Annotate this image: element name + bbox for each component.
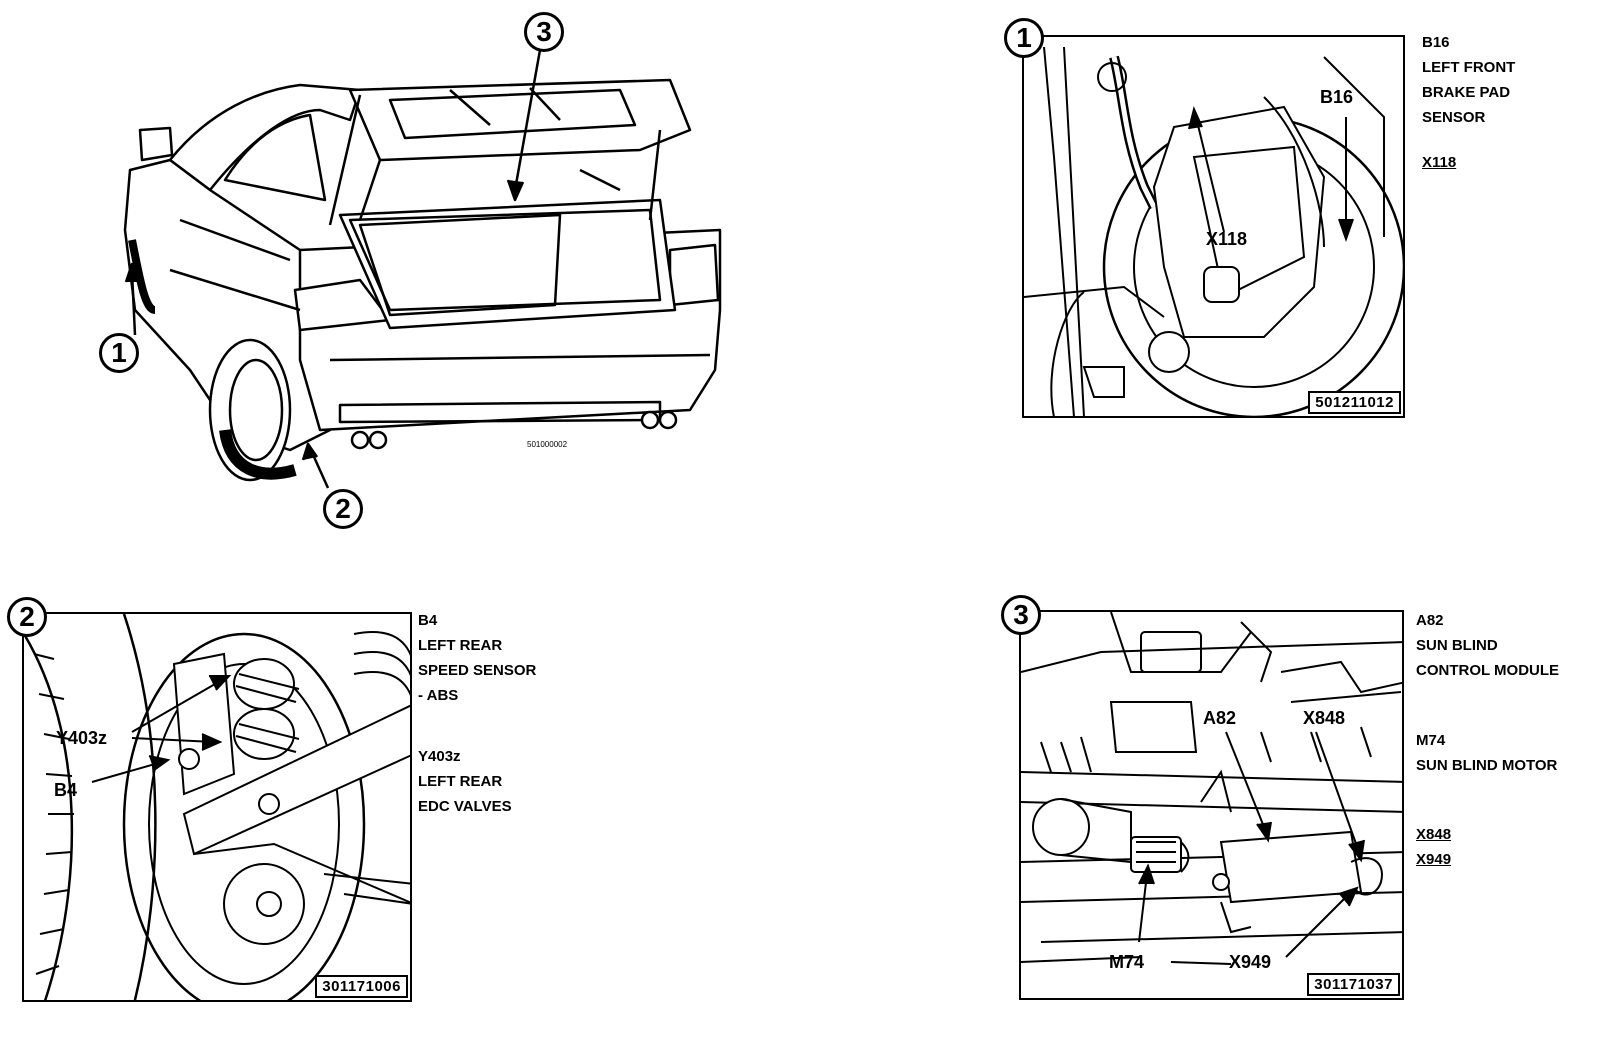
legend-x848-code: X848 (1416, 826, 1452, 843)
legend-x118-code: X118 (1422, 154, 1457, 171)
panel-3-tag-x949: X949 (1229, 952, 1272, 972)
legend-x949-code: X949 (1416, 851, 1452, 868)
panel-3-callout: 3 (1001, 595, 1041, 635)
panel-1-tag-x118: X118 (1206, 229, 1248, 249)
legend-a82-line1: SUN BLIND (1416, 637, 1498, 654)
legend-m74-code: M74 (1416, 732, 1446, 749)
panel-1-front-brake: B16 X118 501211012 (1022, 35, 1405, 418)
overview-image-code: 501000002 (527, 440, 568, 449)
legend-y403z-line1: LEFT REAR (418, 773, 503, 790)
panel-3-tag-m74: M74 (1109, 952, 1145, 972)
legend-b4-line3: - ABS (418, 687, 459, 704)
legend-y403z-line2: EDC VALVES (418, 798, 512, 815)
car-overview: 501000002 (60, 10, 760, 530)
panel-1-code: 501211012 (1308, 391, 1401, 414)
panel-2-callout: 2 (7, 597, 47, 637)
panel-3-tag-x848: X848 (1303, 708, 1346, 728)
panel-1-callout: 1 (1004, 18, 1044, 58)
panel-2-code: 301171006 (315, 975, 408, 998)
callout-2: 2 (323, 489, 363, 529)
legend-b16-line2: BRAKE PAD (1422, 84, 1511, 101)
panel-1-legend: B16 LEFT FRONT BRAKE PAD SENSOR X118 (1422, 30, 1515, 175)
panel-3-tag-a82: A82 (1203, 708, 1237, 728)
panel-3-code: 301171037 (1307, 973, 1400, 996)
panel-2-legend: B4 LEFT REAR SPEED SENSOR - ABS Y403z LE… (418, 608, 536, 819)
legend-b4-line1: LEFT REAR (418, 637, 503, 654)
callout-3: 3 (524, 12, 564, 52)
panel-1-drawing (1024, 46, 1403, 416)
panel-1-tag-b16: B16 (1320, 87, 1354, 107)
panel-2-tag-b4: B4 (54, 780, 78, 800)
legend-a82-code: A82 (1416, 612, 1444, 629)
panel-3-sun-blind: A82 X848 M74 X949 301171037 (1019, 610, 1404, 1000)
legend-b4-line2: SPEED SENSOR (418, 662, 537, 679)
panel-2-tag-y403z: Y403z (56, 728, 108, 748)
car-drawing (123, 49, 722, 489)
legend-a82-line2: CONTROL MODULE (1416, 662, 1560, 679)
panel-2-rear-wheel: Y403z B4 301171006 (22, 612, 412, 1002)
panel-2-drawing (24, 614, 410, 1000)
panel-3-drawing (1021, 612, 1402, 965)
callout-1: 1 (99, 333, 139, 373)
panel-3-legend: A82 SUN BLIND CONTROL MODULE M74 SUN BLI… (1416, 608, 1559, 872)
legend-y403z-code: Y403z (418, 748, 461, 765)
legend-b4-code: B4 (418, 612, 438, 629)
legend-b16-line1: LEFT FRONT (1422, 59, 1516, 76)
legend-b16-code: B16 (1422, 34, 1450, 51)
legend-m74-line1: SUN BLIND MOTOR (1416, 757, 1558, 774)
legend-b16-line3: SENSOR (1422, 109, 1486, 126)
